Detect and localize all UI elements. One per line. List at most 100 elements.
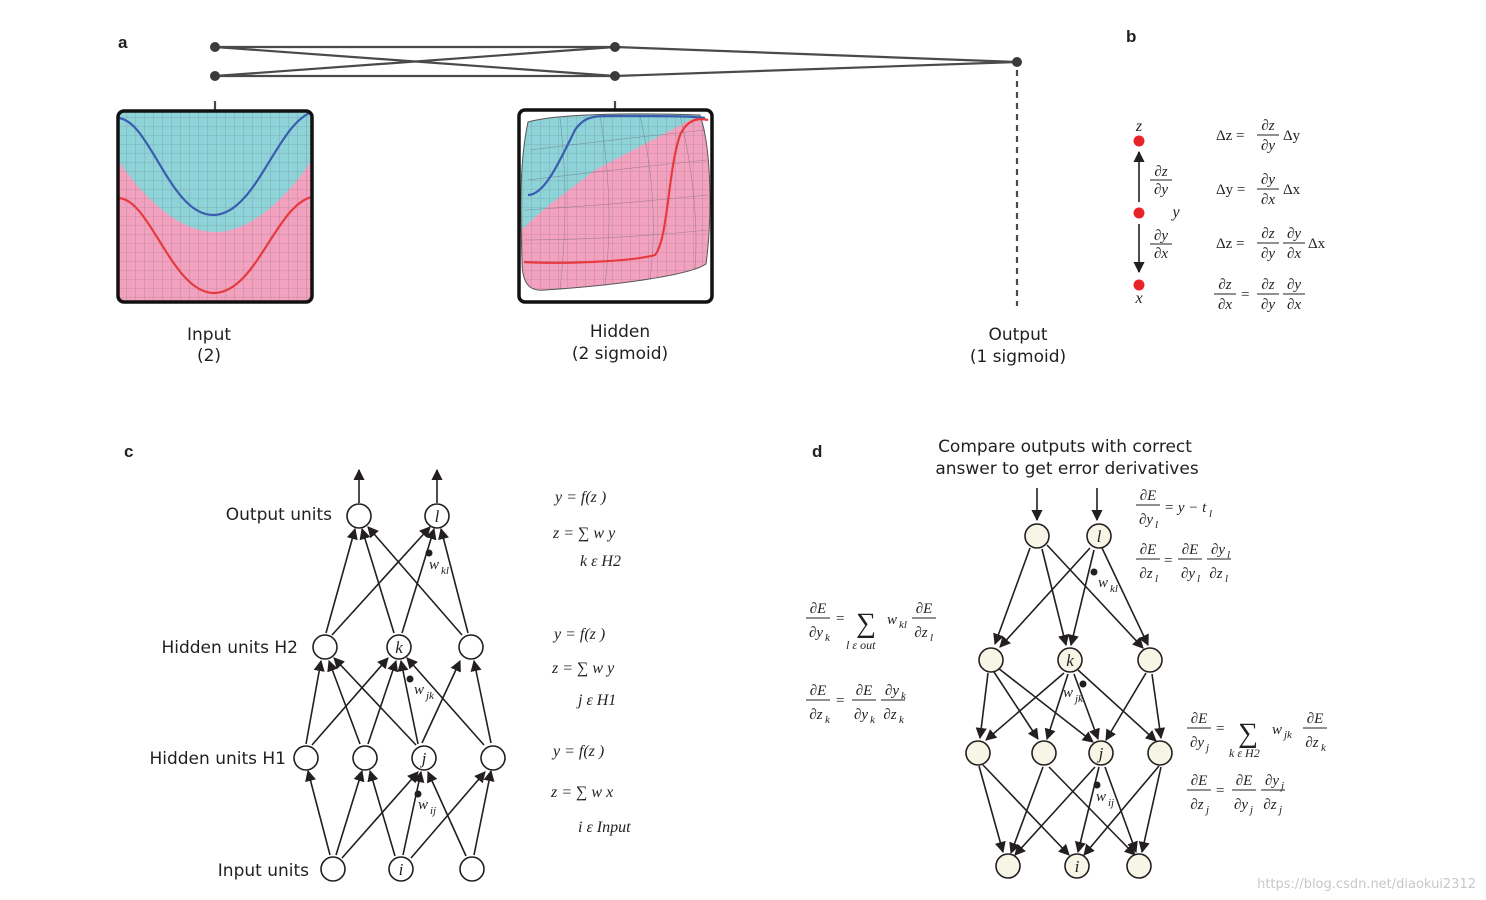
svg-text:j: j	[1204, 804, 1209, 816]
output-node	[1012, 57, 1022, 67]
eq-h2-y: y = f(z )	[552, 626, 605, 643]
svg-text:k: k	[395, 638, 403, 657]
svg-text:w: w	[1096, 789, 1106, 805]
input-node-i	[388, 856, 414, 882]
forward-node-letters: l k j i	[395, 507, 439, 879]
eq-h1-z: z = ∑ w x	[550, 784, 613, 801]
output-node-l	[424, 503, 450, 529]
svg-text:∂z: ∂z	[1263, 797, 1276, 813]
h1-node-2	[352, 745, 378, 771]
input-node-1	[210, 42, 220, 52]
output-node-l	[1086, 523, 1112, 549]
svg-text:j: j	[1277, 804, 1282, 816]
svg-text:∂E: ∂E	[810, 683, 827, 699]
backward-weight-labels: w kl w jk w ij	[1063, 575, 1118, 809]
svg-text:∂y: ∂y	[1211, 542, 1225, 558]
node-x	[1133, 279, 1145, 291]
svg-text:=: =	[1241, 287, 1249, 303]
node-z-label: z	[1135, 118, 1143, 135]
chain-rule-equations: Δz = ∂z ∂y Δy Δy = ∂y ∂x Δx Δz = ∂z ∂y ∂…	[1214, 118, 1326, 313]
svg-text:∂E: ∂E	[1182, 542, 1199, 558]
svg-text:k: k	[901, 690, 907, 702]
eq2-lhs: Δy =	[1216, 182, 1245, 198]
input-count: (2)	[197, 346, 221, 366]
svg-text:j: j	[420, 749, 427, 768]
svg-text:∂z: ∂z	[1154, 164, 1167, 180]
svg-text:kl: kl	[899, 619, 907, 631]
svg-text:l: l	[1209, 508, 1212, 520]
svg-text:∂x: ∂x	[1154, 246, 1168, 262]
layer-labels-a: Input (2) Hidden (2 sigmoid) Output (1 s…	[187, 322, 1066, 367]
svg-text:∂z: ∂z	[1261, 277, 1274, 293]
svg-text:∂y: ∂y	[1181, 566, 1195, 582]
svg-text:∂y: ∂y	[1287, 277, 1301, 293]
row-label-h1: Hidden units H1	[149, 749, 286, 769]
svg-text:Compare outputs with correct: Compare outputs with correct	[938, 437, 1192, 457]
hidden-count: (2 sigmoid)	[572, 344, 668, 364]
forward-edges	[305, 468, 495, 859]
svg-text:∂E: ∂E	[1236, 773, 1253, 789]
h2-node-k	[386, 634, 412, 660]
input-node-2	[210, 71, 220, 81]
svg-text:∑: ∑	[1238, 718, 1258, 749]
svg-text:k: k	[1066, 651, 1074, 670]
eq-output-sum: k ε H2	[580, 553, 621, 570]
svg-text:Δy: Δy	[1283, 128, 1301, 144]
svg-text:l: l	[1197, 573, 1200, 585]
backward-weight-dots	[1079, 568, 1101, 789]
svg-text:=: =	[1164, 553, 1172, 569]
node-z	[1133, 135, 1145, 147]
svg-text:l: l	[1155, 519, 1158, 531]
curve-red	[118, 195, 312, 295]
node-y	[1133, 207, 1145, 219]
svg-text:∂z: ∂z	[914, 625, 927, 641]
hidden-space-plot	[517, 108, 714, 304]
svg-text:=: =	[836, 693, 844, 709]
svg-text:∂E: ∂E	[1191, 773, 1208, 789]
svg-text:jk: jk	[1073, 693, 1084, 705]
svg-text:∂x: ∂x	[1287, 297, 1301, 313]
svg-text:∂y: ∂y	[1154, 182, 1168, 198]
svg-text:∂E: ∂E	[1140, 488, 1157, 504]
svg-text:∂y: ∂y	[1190, 735, 1204, 751]
eq-h2-z: z = ∑ w y	[551, 660, 615, 677]
panel-b-label: b	[1126, 27, 1136, 46]
h2-node-1	[978, 647, 1004, 673]
svg-text:l: l	[1227, 549, 1230, 561]
svg-text:k: k	[825, 632, 831, 644]
network-a-nodes	[210, 42, 1022, 81]
curve-red	[523, 118, 709, 264]
h2-node-3	[1137, 647, 1163, 673]
h1-node-4	[1147, 740, 1173, 766]
hidden-node-2	[610, 71, 620, 81]
svg-text:i: i	[399, 860, 404, 879]
svg-text:=: =	[1216, 783, 1224, 799]
svg-text:∂z: ∂z	[1190, 797, 1203, 813]
svg-text:∂z: ∂z	[1218, 277, 1231, 293]
svg-text:Δx: Δx	[1308, 236, 1326, 252]
input-node-3	[1126, 853, 1152, 879]
svg-text:ij: ij	[430, 805, 436, 817]
svg-text:l: l	[435, 507, 440, 526]
svg-text:w: w	[414, 682, 424, 698]
output-node-1	[1024, 523, 1050, 549]
svg-text:Δx: Δx	[1283, 182, 1301, 198]
input-label: Input	[187, 325, 231, 345]
weight-dot-jk	[406, 675, 414, 683]
svg-text:w: w	[887, 612, 897, 628]
network-a-edges	[213, 45, 1019, 306]
h1-node-2	[1031, 740, 1057, 766]
node-x-label: x	[1134, 290, 1142, 307]
svg-text:w: w	[1098, 575, 1108, 591]
h2-node-k	[1057, 647, 1083, 673]
svg-text:∂E: ∂E	[810, 601, 827, 617]
eq-output-z: z = ∑ w y	[552, 525, 616, 542]
svg-text:∂x: ∂x	[1261, 192, 1275, 208]
weight-dot-ij	[414, 790, 422, 798]
svg-text:j: j	[1279, 780, 1284, 792]
panel-d-label: d	[812, 442, 822, 461]
backprop-eq-h2: ∂E ∂y k = ∑ l ε out w kl ∂E ∂z l ∂E ∂z k…	[806, 601, 936, 726]
svg-text:l ε out: l ε out	[846, 638, 876, 652]
